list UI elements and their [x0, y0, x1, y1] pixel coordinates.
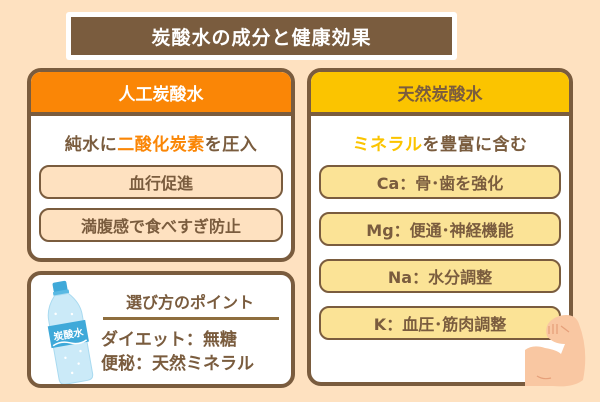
natural-panel-header: 天然炭酸水 [311, 72, 569, 116]
tip-constipation: 便秘：天然ミネラル [101, 354, 254, 374]
natural-carbonated-water-panel: 天然炭酸水 ミネラルを豊富に含む Ca：骨･歯を強化 Mg：便通･神経機能 Na… [307, 68, 573, 386]
flexed-arm-icon [525, 315, 586, 387]
artificial-lead-text: 純水に二酸化炭素を圧入 [64, 135, 258, 155]
mineral-calcium: Ca：骨･歯を強化 [319, 165, 561, 199]
mineral-potassium: K：血圧･筋肉調整 [319, 306, 561, 340]
tips-title: 選び方のポイント [125, 293, 254, 312]
mineral-sodium: Na：水分調整 [319, 259, 561, 293]
mineral-highlight: ミネラル [352, 135, 423, 155]
selection-tips-panel: 炭酸水 選び方のポイント ダイエット：無糖 便秘：天然ミネラル [27, 271, 295, 388]
artificial-carbonated-water-panel: 人工炭酸水 純水に二酸化炭素を圧入 血行促進 満腹感で食べすぎ防止 [27, 68, 295, 262]
tips-divider [103, 317, 279, 320]
tip-diet: ダイエット：無糖 [101, 330, 237, 350]
page-title: 炭酸水の成分と健康効果 [71, 17, 452, 55]
title-banner: 炭酸水の成分と健康効果 [66, 12, 457, 60]
mineral-magnesium: Mg：便通･神経機能 [319, 212, 561, 246]
benefit-blood-circulation: 血行促進 [39, 165, 283, 199]
natural-lead-text: ミネラルを豊富に含む [352, 135, 528, 155]
water-bottle-icon: 炭酸水 [47, 280, 94, 384]
benefit-satiety: 満腹感で食べすぎ防止 [39, 208, 283, 242]
co2-highlight: 二酸化炭素 [117, 135, 205, 155]
artificial-panel-header: 人工炭酸水 [31, 72, 291, 116]
